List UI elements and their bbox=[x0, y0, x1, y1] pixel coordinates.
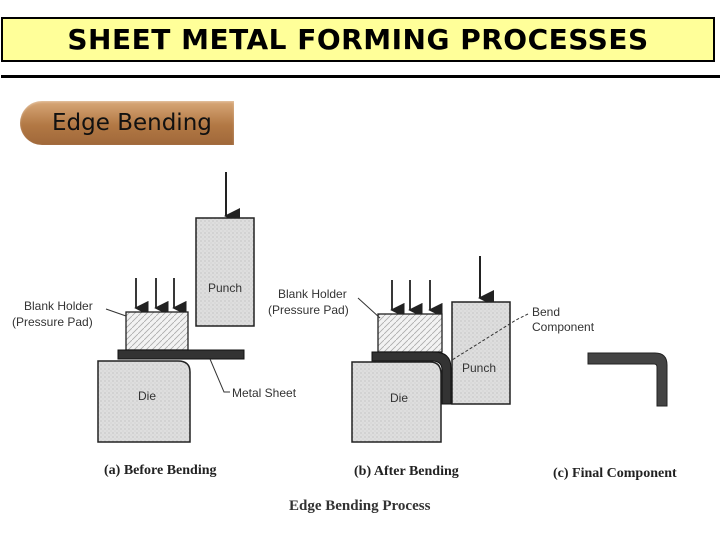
punch-label: Punch bbox=[462, 361, 496, 375]
section-tab: Edge Bending bbox=[20, 101, 234, 145]
blank-holder-label-sub: (Pressure Pad) bbox=[12, 315, 93, 329]
bend-component-label: Bend bbox=[532, 305, 560, 319]
die-label: Die bbox=[138, 389, 156, 403]
die bbox=[97, 360, 191, 443]
bend-component-label-sub: Component bbox=[532, 320, 595, 334]
caption-final-component: (c) Final Component bbox=[553, 466, 677, 481]
leader-line bbox=[209, 358, 230, 393]
panel-after-bending: Punch Die Blank Holder (Pressure Pad) Be… bbox=[268, 256, 595, 479]
panel-before-bending: Punch Die Blank Holder (Pressure Pad) Me… bbox=[12, 172, 297, 478]
die bbox=[351, 361, 442, 443]
blank-holder-label: Blank Holder bbox=[24, 299, 93, 313]
title-divider bbox=[1, 75, 720, 78]
punch bbox=[195, 217, 255, 327]
blank-holder bbox=[125, 311, 189, 351]
metal-sheet bbox=[117, 349, 245, 360]
title-bar: SHEET METAL FORMING PROCESSES bbox=[1, 17, 715, 62]
figure-title: Edge Bending Process bbox=[289, 498, 431, 514]
blank-holder bbox=[377, 313, 443, 353]
final-component bbox=[587, 352, 668, 407]
die-label: Die bbox=[390, 391, 408, 405]
punch bbox=[451, 301, 511, 405]
page-title: SHEET METAL FORMING PROCESSES bbox=[67, 23, 649, 56]
punch-label: Punch bbox=[208, 281, 242, 295]
bent-metal-sheet bbox=[371, 351, 452, 405]
section-heading: Edge Bending bbox=[52, 110, 212, 136]
panel-final-component: (c) Final Component bbox=[553, 352, 677, 481]
blank-holder-label: Blank Holder bbox=[278, 287, 347, 301]
caption-before-bending: (a) Before Bending bbox=[104, 463, 217, 478]
blank-holder-label-sub: (Pressure Pad) bbox=[268, 303, 349, 317]
leader-line bbox=[357, 297, 381, 319]
leader-line bbox=[105, 308, 127, 317]
edge-bending-diagram: Punch Die Blank Holder (Pressure Pad) Me… bbox=[12, 172, 677, 514]
metal-sheet-label: Metal Sheet bbox=[232, 386, 297, 400]
caption-after-bending: (b) After Bending bbox=[354, 464, 459, 479]
